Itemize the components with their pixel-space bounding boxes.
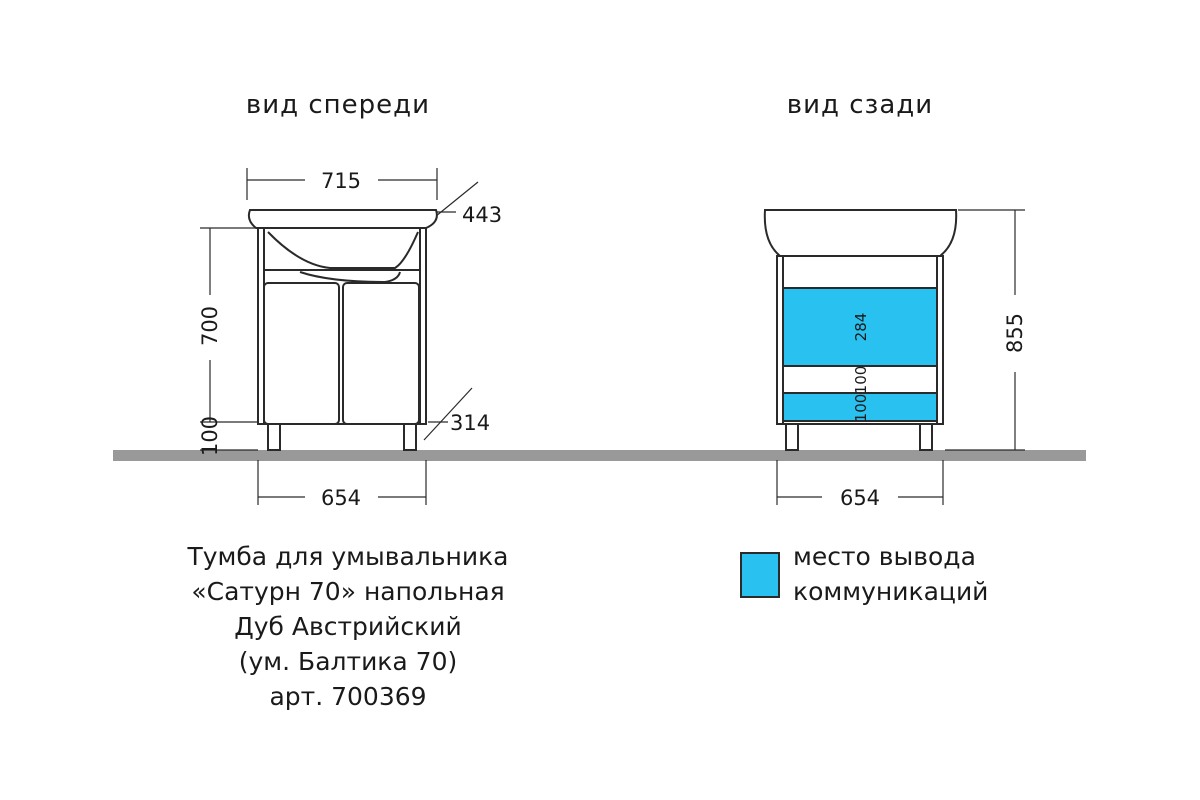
dim-back-bottom-width: 654: [776, 460, 944, 510]
back-view-title: вид сзади: [787, 90, 933, 120]
caption-line-5: арт. 700369: [269, 682, 426, 711]
caption-line-4: (ум. Балтика 70): [239, 647, 458, 676]
back-opening-upper: [782, 287, 938, 367]
caption-line-2: «Сатурн 70» напольная: [191, 577, 504, 606]
dim-label-700: 700: [198, 306, 222, 346]
dim-label-284: 284: [852, 313, 870, 342]
back-basin: [763, 209, 958, 257]
caption-line-1: Тумба для умывальника: [186, 542, 508, 571]
dim-label-back-lower: 100: [852, 394, 870, 423]
back-right-leg: [919, 423, 933, 451]
dim-label-855: 855: [1003, 313, 1027, 353]
dim-front-leg: 100: [198, 416, 258, 456]
front-right-door: [342, 282, 420, 425]
dim-label-100: 100: [198, 416, 222, 456]
product-caption: Тумба для умывальника «Сатурн 70» наполь…: [186, 542, 508, 711]
legend-line-2: коммуникаций: [793, 577, 988, 606]
front-basin: [247, 209, 438, 229]
front-view-title: вид спереди: [246, 90, 430, 120]
dim-label-314: 314: [450, 411, 490, 435]
dim-label-654-back: 654: [840, 486, 880, 510]
dim-front-bottom-width: 654: [257, 460, 427, 510]
legend: место вывода коммуникаций: [740, 542, 988, 606]
dim-label-back-gap: 100: [852, 366, 870, 395]
dim-label-654-front: 654: [321, 486, 361, 510]
caption-line-3: Дуб Австрийский: [234, 612, 462, 641]
dim-label-715: 715: [321, 169, 361, 193]
dim-front-top-width: 715: [246, 168, 438, 200]
back-left-leg: [785, 423, 799, 451]
dim-back-height: 855: [945, 209, 1027, 451]
legend-swatch: [740, 552, 780, 598]
dim-label-443: 443: [462, 203, 502, 227]
front-left-leg: [267, 423, 281, 451]
front-left-door: [263, 282, 340, 425]
front-right-leg: [403, 423, 417, 451]
floor-line: [113, 450, 1086, 461]
legend-line-1: место вывода: [793, 542, 976, 571]
dim-front-height: 700: [198, 227, 258, 423]
dim-front-depth-bottom: 314: [423, 387, 490, 441]
back-opening-lower: [782, 392, 938, 422]
